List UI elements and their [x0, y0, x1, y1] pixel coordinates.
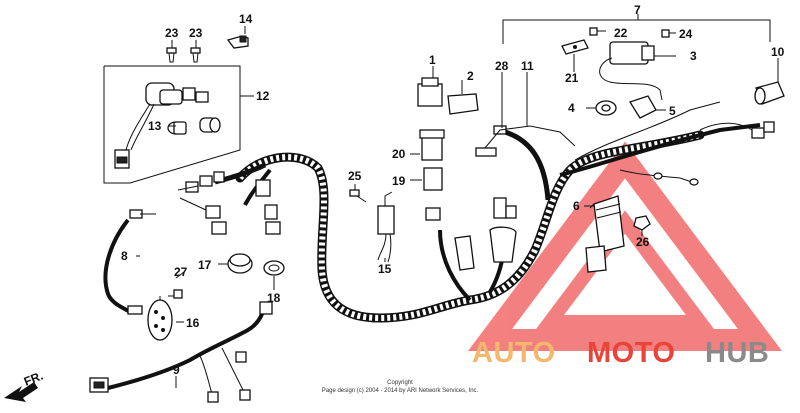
callout-1: 1: [429, 53, 436, 67]
sensor-15: [377, 191, 395, 263]
callout-3: 3: [690, 49, 697, 63]
callout-10: 10: [771, 45, 785, 59]
ignition-switch: [114, 82, 209, 169]
callout-19: 19: [392, 174, 406, 188]
direction-label: FR.: [22, 369, 45, 389]
sub-harness-8: [103, 209, 156, 315]
watermark-text: AUTO MOTO HUB: [472, 337, 769, 369]
callout-12: 12: [256, 89, 270, 103]
main-wire-harness: [214, 101, 761, 323]
callout-26: 26: [636, 235, 650, 249]
callout-7: 7: [634, 3, 641, 17]
right-connectors: [619, 121, 775, 186]
callout-17: 17: [198, 258, 212, 272]
relay-1: [417, 66, 443, 107]
relay-20: [419, 129, 445, 161]
bracket-7: [502, 14, 771, 44]
screw-24: [661, 29, 676, 38]
band-18: [263, 260, 285, 276]
cover-2: [447, 80, 479, 115]
callout-5: 5: [669, 104, 676, 118]
flasher-relay-17: [227, 253, 253, 274]
callout-13: 13: [148, 119, 162, 133]
key-cylinder: [167, 117, 221, 135]
copyright-line-1: Copyright: [387, 380, 413, 386]
callout-21: 21: [565, 71, 579, 85]
callout-2: 2: [467, 69, 474, 83]
sub-harness-9: [89, 301, 273, 403]
bolt-23-left: [166, 40, 177, 63]
callout-16: 16: [186, 316, 200, 330]
callout-4: 4: [568, 101, 575, 115]
horn-16: [147, 296, 173, 341]
callout-23-left: 23: [165, 26, 179, 40]
harness-clip-14: [226, 26, 249, 49]
cap-10: [754, 58, 785, 105]
grommet-4: [586, 100, 617, 116]
front-direction-arrow: [4, 382, 38, 402]
callout-25: 25: [348, 169, 362, 183]
left-connector-cluster: [177, 171, 281, 235]
bolt-23-right: [190, 40, 201, 63]
callout-6: 6: [573, 199, 580, 213]
bolt-27: [168, 289, 183, 299]
screw-25: [349, 184, 367, 203]
callout-14: 14: [239, 12, 253, 26]
watermark-hub: HUB: [705, 337, 769, 369]
plate-21: [561, 39, 589, 68]
callout-9: 9: [173, 363, 180, 377]
center-connector-cluster: [425, 125, 517, 271]
nut-26: [633, 215, 651, 236]
screw-22: [589, 27, 606, 36]
watermark-moto: MOTO: [587, 337, 675, 369]
callout-27: 27: [174, 265, 188, 279]
plug-cap-5: [629, 95, 666, 119]
callout-leaders: [136, 55, 668, 388]
callout-24: 24: [679, 27, 693, 41]
callout-22: 22: [614, 26, 628, 40]
ignition-coil-3: [599, 41, 676, 101]
callout-11: 11: [521, 59, 534, 73]
wire-28-11: [484, 72, 576, 149]
watermark-auto: AUTO: [472, 337, 556, 369]
callout-8: 8: [121, 249, 128, 263]
callout-18: 18: [267, 291, 281, 305]
relay-19: [423, 167, 443, 191]
callout-23-right: 23: [189, 26, 203, 40]
callout-20: 20: [392, 147, 406, 161]
callout-15: 15: [378, 262, 392, 276]
copyright-line-2: Page design (c) 2004 - 2014 by ARI Netwo…: [322, 388, 479, 394]
callout-28: 28: [495, 59, 509, 73]
